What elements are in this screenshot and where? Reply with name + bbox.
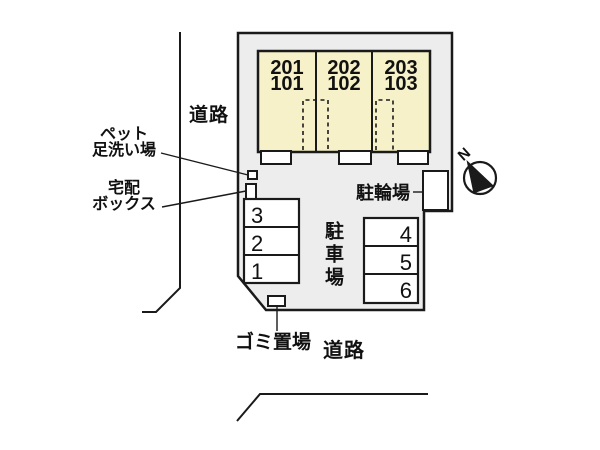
- pet-wash-marker: [247, 170, 258, 180]
- delivery-box-label: 宅配 ボックス: [76, 181, 172, 212]
- parking-space-1: 1: [251, 259, 264, 284]
- delivery-box-label-line1: 宅配: [107, 180, 140, 197]
- road-edge-bottom: [236, 393, 428, 422]
- delivery-box-label-line2: ボックス: [92, 195, 156, 213]
- pet-wash-label-line1: ペット: [99, 126, 148, 143]
- pet-wash-label-line2: 足洗い場: [91, 141, 156, 159]
- road-edge-left: [142, 32, 181, 313]
- garbage-area-marker: [267, 295, 286, 307]
- parking-space-2: 2: [251, 231, 264, 256]
- porch-step-2: [338, 150, 372, 165]
- parking-block-left: [242, 197, 301, 285]
- delivery-box-leader-line: [161, 190, 247, 208]
- unit-2-upper: 202: [327, 57, 361, 79]
- unit-2-lower: 102: [327, 72, 361, 95]
- pet-wash-leader-line: [160, 152, 249, 176]
- unit-1-lower: 101: [270, 72, 304, 95]
- parking-space-4: 4: [399, 222, 412, 247]
- unit-label-1: 201 101: [257, 57, 317, 95]
- road-label-top: 道路: [189, 105, 230, 126]
- compass-needle: [466, 160, 494, 194]
- unit-1-upper: 201: [270, 57, 304, 79]
- building-outline: [256, 49, 432, 154]
- delivery-box-marker: [245, 183, 257, 200]
- parking-space-5: 5: [399, 250, 412, 275]
- parking-space-6: 6: [399, 278, 412, 303]
- road-label-bottom: 道路: [323, 340, 365, 362]
- parking-space-3: 3: [251, 203, 264, 228]
- unit-label-2: 202 102: [314, 57, 374, 95]
- pet-wash-label: ペット 足洗い場: [76, 127, 172, 158]
- entry-dashed-outline-1: [302, 99, 329, 150]
- unit-3-upper: 203: [384, 57, 418, 79]
- garbage-label: ゴミ置場: [235, 332, 312, 353]
- unit-label-3: 203 103: [371, 57, 431, 95]
- porch-step-3: [397, 150, 429, 165]
- entry-dashed-outline-2: [375, 99, 394, 150]
- car-parking-label: 駐車場: [322, 221, 343, 290]
- bicycle-parking-label: 駐輪場: [356, 183, 410, 203]
- bicycle-parking-area: [422, 170, 449, 211]
- unit-3-lower: 103: [384, 72, 418, 95]
- porch-step-1: [260, 150, 292, 165]
- parking-block-right: [362, 216, 420, 305]
